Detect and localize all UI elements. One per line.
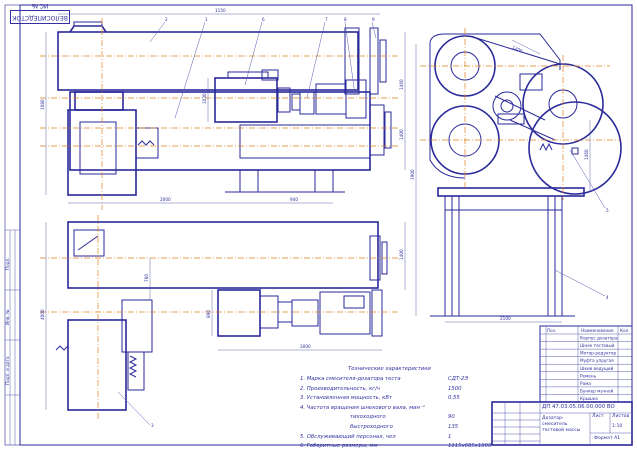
leader-1: 1 [205,17,208,22]
title-block [491,401,633,446]
leader-4: 4 [606,295,609,300]
spec-row-name: Шкив ведущий [580,366,614,371]
dim-side-base: 2100 [500,316,511,321]
sheet-label: Лист [592,414,604,419]
spec-row-name: Муфта упругая [580,358,614,363]
dim-top-overall: 1150 [215,8,226,13]
tech-item-label: тихоходного [350,414,386,421]
tech-item-label: быстроходного [350,424,393,430]
spec-header-qty: Кол. [620,328,630,333]
tech-item-label: 6. Габаритные размеры, мм [300,443,378,450]
tech-item-label: 5. Обслуживающий персонал, чел [300,433,396,440]
dim-mid-b: 780 [144,274,149,282]
drawing-title: Дозатор-смеситель тестовой массы [542,416,581,433]
dim-right-c: 1900 [410,169,415,180]
tech-item-label: 1. Марка смесителя-дозатора теста [300,376,401,382]
margin-label-3: Подп. и дата [5,356,10,385]
dim-plan-left: 4000 [40,309,45,320]
dim-left-height: 1080 [40,99,45,110]
spec-table: Поз. Наименование Кол. Корпус дозатораШн… [539,325,633,403]
tech-item-value: СДТ-2Э [448,376,469,382]
dim-plan-bottom: 1460 [584,149,589,160]
side-view: 1900 1200 2100 1460 5 4 [410,28,622,323]
leader-6: 6 [262,17,265,22]
margin-label-2: Инв. № [5,309,10,325]
spec-row-name: Бункер мучной [580,388,614,393]
tech-item-value: 1 [448,433,452,440]
dim-plan-mid: 3000 [300,344,311,349]
binding-strip: Подп. Инв. № Подп. и дата [5,229,20,445]
archive-stamp: ВЕЛОСИПЕДСТОК ИС № [10,2,70,24]
tech-item-value: 1115х685х1800 [448,443,492,450]
tech-item-value: 0,55 [448,395,460,402]
tech-item-value: 1500 [448,385,462,392]
leader-9: 9 [372,17,375,22]
tech-item-value: 135 [448,424,459,430]
leader-7: 7 [325,17,328,22]
spec-row-name: Крышка [580,396,598,401]
dim-bottom-b: 940 [290,197,298,202]
dim-mid-a: 890 [206,310,211,318]
spec-header-name: Наименование [581,328,614,333]
dim-right-b: 1400 [399,129,404,140]
sheets-label: Листов [612,414,630,419]
tech-title: Технические характеристики [348,366,431,372]
spec-row-name: Шнек тестовый [580,343,615,348]
format-label: Формат А1 [594,436,621,441]
inner-frame [19,4,633,446]
dim-right-a: 1460 [399,79,404,90]
front-view: 1150 1080 2000 940 1460 1400 1030 2 1 6 … [40,8,406,210]
spec-row-name: Рама [580,381,591,386]
leader-8: 8 [344,17,347,22]
dim-plan-right: 1400 [399,249,404,260]
tech-item-label: 3. Установленная мощность, кВт [300,395,393,402]
tech-item-label: 4. Частота вращения шнекового вала, мин⁻… [300,404,425,411]
dim-motor-h: 1030 [202,93,207,104]
doc-number: ДП 47.03.05.06.00.000 ВО [542,404,615,410]
leader-3: 3 [151,423,154,428]
tech-item-value: 90 [448,414,455,421]
tech-item-label: 2. Производительность, кг/ч [300,385,380,392]
spec-row-name: Мотор-редуктор [580,351,616,356]
spec-header-pos: Поз. [547,328,556,333]
spec-row-name: Ремень [580,373,597,378]
top-view: 4000 890 780 1400 3000 3 [40,215,406,428]
leader-5: 5 [606,208,609,213]
scale-value: 1:10 [612,424,623,429]
margin-label-1: Подп. [5,257,10,270]
dim-side-top: 1200 [512,44,524,53]
dim-bottom-a: 2000 [160,197,171,202]
leader-2: 2 [165,17,168,22]
spec-row-name: Корпус дозатора [580,336,618,341]
